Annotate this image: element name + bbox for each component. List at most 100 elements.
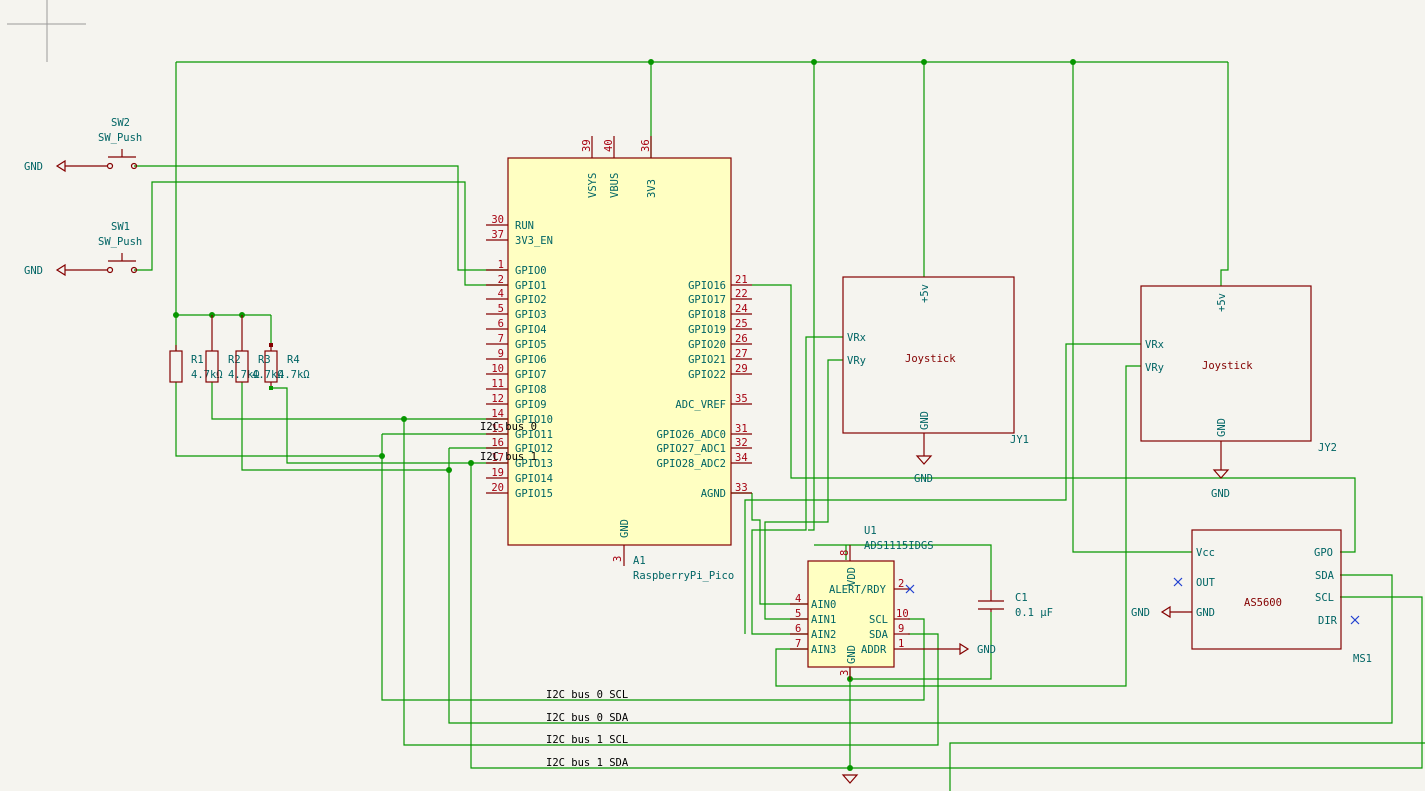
pico-pin-name: GND — [619, 519, 631, 538]
pico-pin-name: GPIO14 — [515, 473, 553, 485]
pico-pin-number: 33 — [735, 482, 748, 494]
switch-ref: SW1 — [111, 221, 130, 233]
adc-value: ADS1115IDGS — [864, 540, 934, 552]
sensor-pin-sda: SDA — [1315, 570, 1335, 582]
adc-pin-ain2-name: AIN2 — [811, 629, 836, 641]
gnd-symbol-addr: GND — [959, 642, 996, 656]
pico-pin-number: 22 — [735, 288, 748, 300]
joystick-pin-gnd: GND — [919, 411, 931, 430]
pico-pin-number: 2 — [498, 274, 504, 286]
pico-pin-name: GPIO13 — [515, 458, 553, 470]
adc-pin-gnd-name: GND — [846, 645, 858, 664]
pico-pin-name: VSYS — [587, 173, 599, 198]
bus1-sda-label: I2C bus 1 SDA — [546, 757, 629, 769]
pico-pin-name: 3V3 — [646, 179, 658, 198]
capacitor-c1[interactable]: C1 0.1 µF — [978, 590, 1053, 619]
pico-bus0-label: I2C bus 0 — [480, 421, 537, 433]
pico-pin-name: GPIO17 — [688, 294, 726, 306]
resistor-value: 4.7kΩ — [252, 369, 284, 381]
pico-pin-number: 6 — [498, 318, 504, 330]
pico-pin-name: GPIO6 — [515, 354, 547, 366]
capacitor-ref: C1 — [1015, 592, 1028, 604]
sensor-ref: MS1 — [1353, 653, 1372, 665]
adc-pin-sda-name: SDA — [869, 629, 889, 641]
pico-pin-name: GPIO4 — [515, 324, 547, 336]
sensor-pin-gnd: GND — [1196, 607, 1215, 619]
adc-pin-scl-name: SCL — [869, 614, 888, 626]
pico-pin-number: 36 — [640, 139, 652, 152]
switch-value: SW_Push — [98, 132, 142, 144]
pico-bus1-label: I2C bus 1 — [480, 451, 537, 463]
pico-pin-number: 25 — [735, 318, 748, 330]
sensor-pin-vcc: Vcc — [1196, 547, 1215, 559]
pico-pin-name: GPIO20 — [688, 339, 726, 351]
joystick-pin-vry: VRy — [847, 355, 866, 367]
gnd-label: GND — [914, 473, 933, 485]
adc-ads1115[interactable]: U1 ADS1115IDGS 8 VDD 3 GND 4 AIN0 5 AIN1… — [790, 525, 960, 680]
pico-pin-name: GPIO19 — [688, 324, 726, 336]
pico-pin-name: GPIO10 — [515, 414, 553, 426]
sensor-pin-out: OUT — [1196, 577, 1216, 589]
pico-pin-name: GPIO22 — [688, 369, 726, 381]
pico-pin-name: RUN — [515, 220, 534, 232]
pico-pin-number: 39 — [581, 139, 593, 152]
adc-pin-vdd-num: 8 — [839, 550, 851, 556]
pico-pin-name: ADC_VREF — [675, 399, 726, 411]
pico-pin-name: GPIO7 — [515, 369, 547, 381]
adc-pin-ain3-num: 7 — [795, 638, 801, 650]
resistor-r1[interactable]: R1 4.7kΩ — [169, 345, 223, 383]
resistor-r4[interactable]: R4 4.7kΩ — [264, 343, 310, 390]
bus0-scl-label: I2C bus 0 SCL — [546, 689, 628, 701]
pico-pin-number: 4 — [498, 288, 504, 300]
adc-pin-alert-name: ALERT/RDY — [829, 584, 887, 596]
adc-pin-ain1-num: 5 — [795, 608, 801, 620]
pico-pin-name: GPIO2 — [515, 294, 547, 306]
pico-pin-name: AGND — [701, 488, 726, 500]
resistor-ref: R2 — [228, 354, 241, 366]
pico-pin-name: VBUS — [609, 173, 621, 198]
pico-pin-name: GPIO11 — [515, 429, 553, 441]
junctions — [173, 59, 1076, 771]
pico-pin-number: 27 — [735, 348, 748, 360]
adc-pin-scl-num: 10 — [896, 608, 909, 620]
no-connect-marker — [1173, 577, 1360, 625]
wires[interactable] — [134, 61, 1425, 791]
joystick-pin-vrx: VRx — [1145, 339, 1164, 351]
pico-pin-name: GPIO27_ADC1 — [656, 443, 726, 455]
pico-pin-number: 10 — [491, 363, 504, 375]
resistor-r3[interactable]: R3 4.7kΩ — [235, 315, 284, 383]
pico-value: RaspberryPi_Pico — [633, 570, 734, 582]
pico-pin-number: 32 — [735, 437, 748, 449]
adc-pin-sda-num: 9 — [898, 623, 904, 635]
pico-pin-name: GPIO5 — [515, 339, 547, 351]
resistor-ref: R4 — [287, 354, 300, 366]
pico-pin-number: 34 — [735, 452, 748, 464]
gnd-label: GND — [1131, 607, 1150, 619]
resistor-value: 4.7kΩ — [278, 369, 310, 381]
joystick-ref: JY2 — [1318, 442, 1337, 454]
adc-pin-gnd-num: 3 — [839, 670, 851, 676]
pico-pin-number: 29 — [735, 363, 748, 375]
gnd-label: GND — [24, 161, 43, 173]
joystick-ref: JY1 — [1010, 434, 1029, 446]
adc-pin-alert-num: 2 — [898, 578, 904, 590]
resistor-ref: R3 — [258, 354, 271, 366]
pico-pin-name: GPIO0 — [515, 265, 547, 277]
switch-sw2[interactable]: SW2 SW_Push — [98, 117, 142, 170]
joystick-jy2[interactable]: Joystick VRx VRy +5v GND GND JY2 — [1140, 285, 1337, 500]
sensor-as5600[interactable]: AS5600 Vcc OUT GND GPO SDA SCL DIR MS1 — [1173, 529, 1372, 665]
switch-sw1[interactable]: SW1 SW_Push — [98, 221, 142, 274]
pico-pin-name: 3V3_EN — [515, 235, 553, 247]
pico-pin-number: 12 — [491, 393, 504, 405]
pico-pin-number: 19 — [491, 467, 504, 479]
joystick-title: Joystick — [1202, 360, 1253, 372]
joystick-jy1[interactable]: Joystick VRx VRy +5v GND GND JY1 — [842, 276, 1029, 485]
switch-ref: SW2 — [111, 117, 130, 129]
joystick-pin-vcc: +5v — [919, 284, 931, 303]
gnd-label: GND — [1211, 488, 1230, 500]
adc-pin-ain2-num: 6 — [795, 623, 801, 635]
page-corner-marks — [7, 0, 86, 62]
